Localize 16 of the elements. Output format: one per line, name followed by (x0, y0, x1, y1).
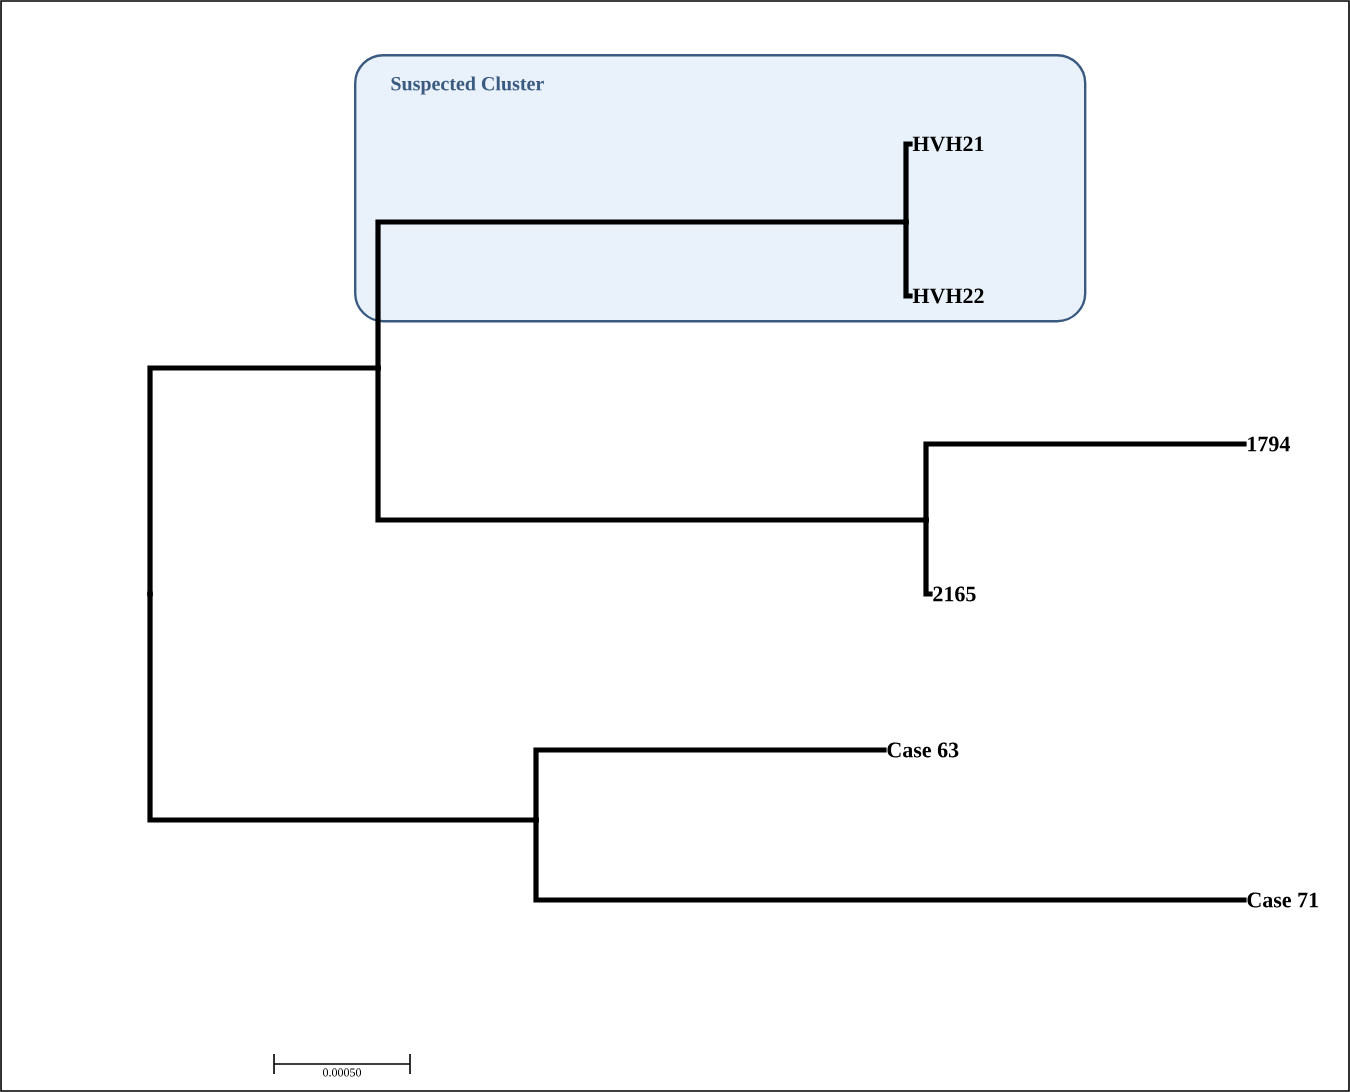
tree-branch (147, 591, 539, 823)
tree-branch (375, 365, 929, 523)
leaf-label: HVH21 (912, 136, 984, 152)
tree-branch (533, 747, 887, 823)
leaf-label: Case 71 (1247, 892, 1318, 908)
tree-branch (533, 817, 1247, 903)
tree-branch (903, 141, 913, 225)
tree-branch (375, 219, 909, 371)
leaf-label: 2165 (933, 586, 976, 602)
leaf-label: HVH22 (912, 288, 984, 304)
tree-branch (923, 441, 1247, 523)
leaf-label: Case 63 (887, 742, 959, 758)
tree-branch (147, 365, 381, 597)
leaf-label: 1794 (1248, 436, 1290, 452)
tree-branch (923, 517, 933, 597)
tree-branch (903, 219, 913, 299)
